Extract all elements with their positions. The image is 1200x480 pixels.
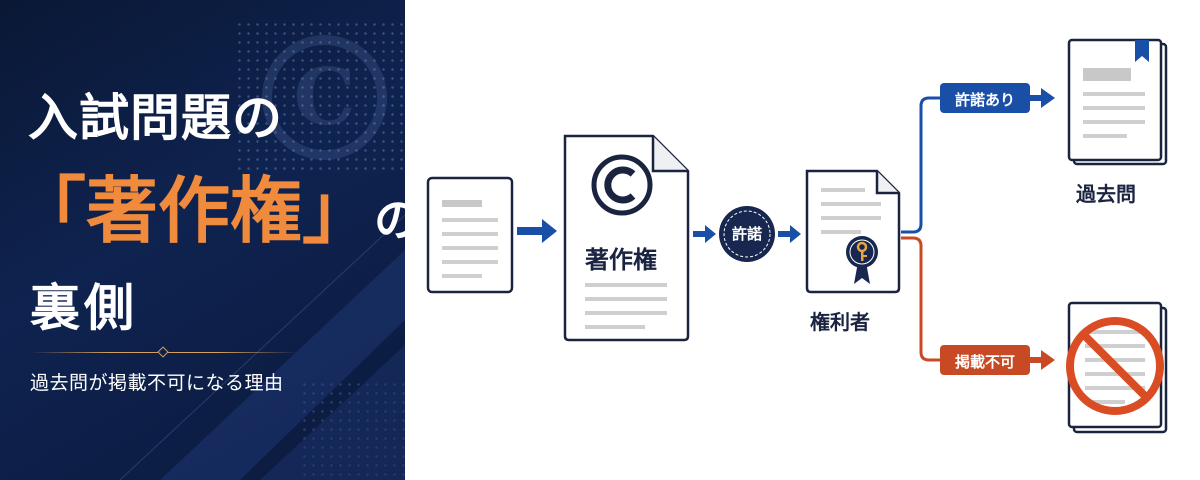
headline-particle: の [374, 193, 405, 247]
rights-holder-document-icon [805, 169, 901, 294]
copyright-document-icon [563, 134, 690, 342]
approved-pill-label: 許諾あり [954, 91, 1015, 109]
rights-holder-label: 権利者 [810, 310, 870, 334]
copyright-flow-diagram: 著作権 許諾 権利者 許諾あり 掲載不可 過去問 [405, 0, 1200, 480]
source-document-icon [426, 176, 514, 294]
headline-keyword: 「著作権」 [14, 168, 375, 253]
flow-graphics [426, 38, 1168, 434]
permission-badge [719, 206, 775, 262]
headline-line-2: 「著作権」の [14, 152, 405, 257]
headline-line-1: 入試問題の [28, 88, 283, 147]
blocked-document-icon [1066, 301, 1168, 434]
arrow-to-permission [693, 225, 716, 243]
subtitle: 過去問が掲載不可になる理由 [30, 372, 284, 394]
diagonal-stripes [119, 214, 405, 480]
permission-badge-label: 許諾 [731, 225, 762, 243]
copyright-doc-label: 著作権 [585, 246, 657, 274]
rejected-branch-line [901, 236, 940, 362]
headline-line-3: 裏側 [30, 278, 138, 337]
prohibited-icon [1066, 317, 1164, 415]
approved-pill [940, 83, 1030, 113]
rejected-pill-label: 掲載不可 [954, 353, 1015, 371]
key-seal-icon [846, 236, 878, 284]
arrow-to-past-exam [1030, 88, 1055, 108]
approved-branch-line [901, 96, 940, 234]
past-exam-book-icon [1067, 38, 1168, 166]
title-panel: C 入試問題の 「著作権」の 裏側 過去問が掲載不可になる理由 [0, 0, 405, 480]
arrow-to-rights-holder [778, 225, 801, 243]
dot-pattern-bottom [300, 380, 405, 480]
past-exam-label: 過去問 [1076, 182, 1136, 206]
rejected-pill [940, 345, 1030, 375]
arrow-to-copyright [517, 219, 557, 243]
copyright-watermark-icon: C [262, 35, 387, 160]
arrow-to-blocked-doc [1030, 350, 1055, 370]
